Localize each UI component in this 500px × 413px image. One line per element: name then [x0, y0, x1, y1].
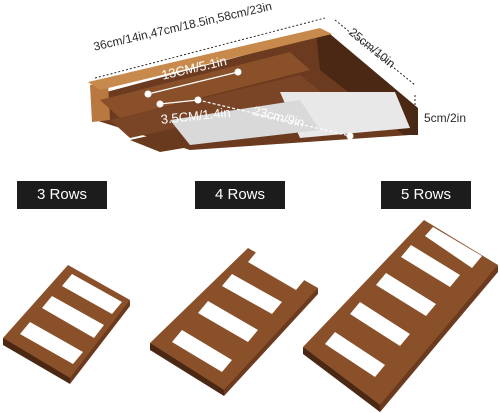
slot	[401, 245, 460, 287]
height-dimension-label: 5cm/2in	[424, 111, 467, 125]
slot	[42, 296, 104, 338]
dim-marker	[194, 96, 202, 104]
slot	[198, 301, 258, 342]
variant-badge-5-rows: 5 Rows	[381, 181, 471, 209]
slot	[325, 332, 385, 377]
dim-marker	[234, 68, 242, 76]
shelf-slat	[110, 75, 325, 138]
shelf-top-edge	[88, 28, 332, 90]
dim-line-slot-width	[147, 71, 239, 95]
shelf-slat	[100, 52, 310, 118]
dim-marker	[144, 90, 152, 98]
slot	[172, 330, 232, 372]
slot	[376, 273, 436, 316]
slot	[425, 227, 482, 268]
slot	[248, 250, 306, 290]
variant-badge-3-rows: 3 Rows	[17, 181, 107, 209]
shelf-front-lip	[90, 82, 110, 122]
slot	[350, 302, 410, 346]
slot	[62, 274, 122, 314]
dim-marker	[156, 100, 164, 108]
variant-badge-4-rows: 4 Rows	[195, 181, 285, 209]
slot	[20, 322, 83, 364]
dim-line-slot-gap	[159, 99, 199, 105]
dim-line-slot-length	[197, 99, 351, 137]
dim-marker	[346, 132, 354, 140]
shelf-slot	[170, 100, 320, 145]
slot	[222, 274, 282, 314]
dim-line-depth	[334, 19, 416, 86]
